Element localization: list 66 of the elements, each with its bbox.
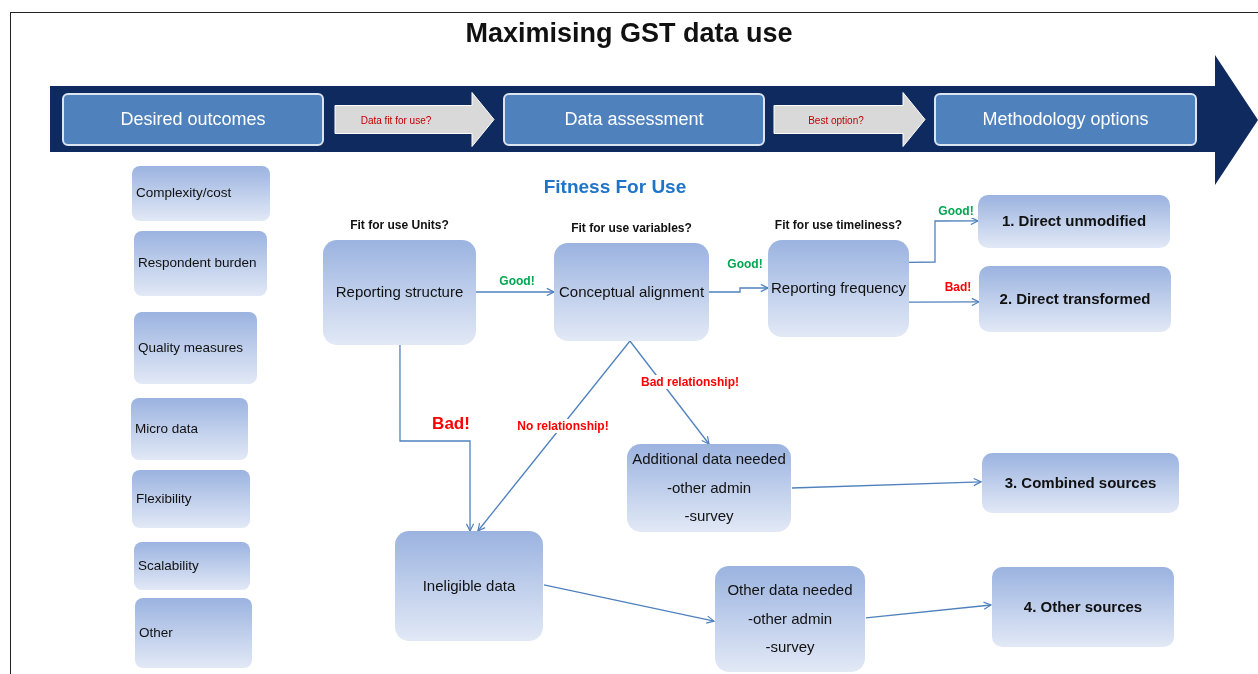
process-box [978,195,1170,248]
node-text: Scalability [138,556,199,575]
node-text: Methodology options [982,108,1149,132]
node-text: -survey [765,637,815,658]
process-box [134,231,267,296]
node-text: Reporting frequency [770,278,907,299]
section-heading: Fitness For Use [542,176,688,198]
process-box [132,166,270,221]
question-label: Fit for use Units? [349,218,450,232]
process-box [135,598,252,668]
node-text: Conceptual alignment [558,281,705,302]
process-box [134,542,250,590]
process-box [627,444,791,532]
node-text: -other admin [666,477,752,498]
edge-label: Bad relationship! [640,375,740,389]
process-box [131,398,248,460]
node-text: 4. Other sources [1023,596,1143,617]
node-text: Additional data needed [632,449,786,470]
node-text: Micro data [135,419,199,438]
process-box [982,453,1179,513]
process-box [395,531,543,641]
arrow [908,297,980,307]
process-box [132,470,250,528]
edge-label: No relationship! [516,419,610,433]
block-arrow [334,92,495,147]
node-text: -survey [684,506,734,527]
node-text: -other admin [747,608,833,629]
edge-label: Bad! [943,280,973,294]
edge-label: Data fit for use? [360,114,432,126]
block-arrow [773,92,926,147]
arrow [543,584,715,624]
node-text: Other data needed [727,580,853,601]
edge-label: Good! [937,204,975,218]
node-text: Other [139,623,173,642]
arrow [475,287,555,297]
node-text: Reporting structure [335,282,464,303]
arrow [708,283,769,293]
stage-box [934,93,1197,146]
edge-label: Best option? [808,114,864,126]
node-text: Flexibility [136,489,192,508]
question-label: Fit for use timeliness? [773,218,904,232]
arrow [629,340,710,445]
arrow [791,477,982,489]
stage-box [503,93,765,146]
arrow [908,216,979,263]
node-text: Data assessment [564,108,704,132]
edge-label: Good! [726,257,764,271]
edge-label: Good! [498,274,536,288]
node-text: Ineligible data [422,575,516,596]
process-box [134,312,257,384]
process-box [979,266,1171,332]
process-box [715,566,865,672]
arrow [399,344,475,532]
node-text: Respondent burden [138,254,257,273]
question-label: Fit for use variables? [570,221,693,235]
process-box [992,567,1174,647]
arrow [865,601,992,619]
node-text: 3. Combined sources [1004,472,1157,493]
node-text: Desired outcomes [120,108,266,132]
node-text: Complexity/cost [136,184,232,203]
node-text: Quality measures [138,338,244,357]
arrow [477,340,631,532]
node-text: 2. Direct transformed [999,288,1151,309]
node-text: 1. Direct unmodified [1001,211,1147,232]
stage-box [62,93,324,146]
diagram-title: Maximising GST data use [464,18,794,49]
